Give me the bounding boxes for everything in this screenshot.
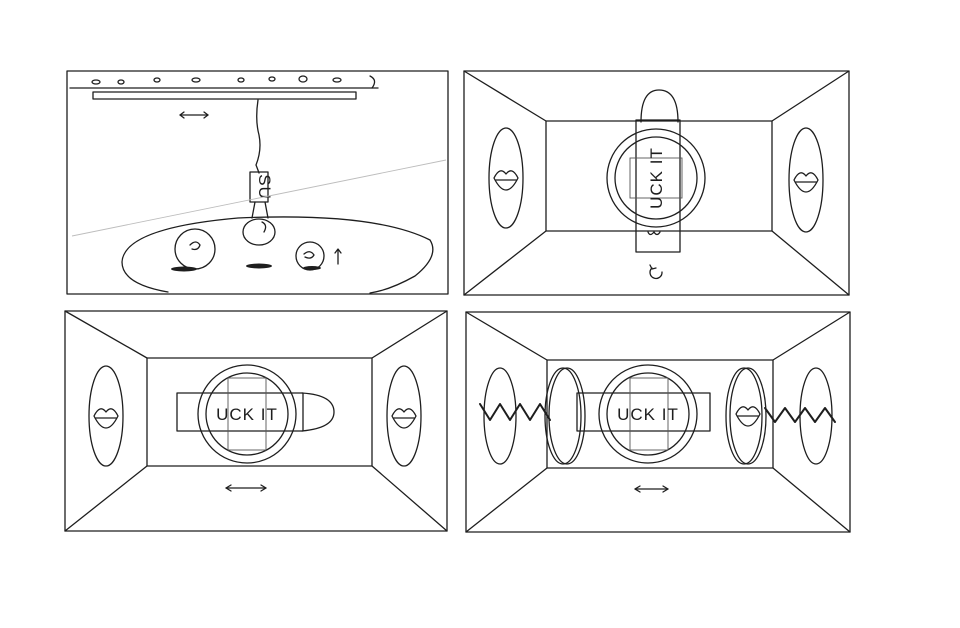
sliding-sign: UCK IT <box>176 364 335 464</box>
panel-1-frame <box>66 70 449 295</box>
panel-2-back-wall <box>545 120 773 232</box>
panel-4: UCK IT <box>465 311 851 533</box>
panel-3-back-wall <box>146 357 373 467</box>
claw-sign-text: SU <box>255 174 274 200</box>
zigzag-right <box>764 407 836 423</box>
side-door-right-back <box>799 367 833 465</box>
side-door-right <box>788 127 824 233</box>
swung-door-left <box>544 367 586 465</box>
swung-door-right <box>725 367 767 465</box>
sliding-sign-text: UCK IT <box>216 405 278 424</box>
sliding-sign-text: UCK IT <box>617 405 679 424</box>
side-door-right <box>386 365 422 467</box>
claw-cable <box>255 99 261 174</box>
prize-left <box>171 228 216 272</box>
floor-line <box>71 159 447 237</box>
side-door-left-back <box>483 367 517 465</box>
sliding-sign: UCK IT <box>576 364 711 464</box>
panel-2: UCK IT <box>463 70 850 296</box>
grabbed-prize <box>242 201 276 246</box>
rotating-sign: UCK IT <box>606 89 706 253</box>
ceiling-rail <box>69 75 379 100</box>
panel-3-frame <box>64 310 448 532</box>
zigzag-left <box>479 403 551 421</box>
panel-3: UCK IT <box>64 310 448 532</box>
prize-pit <box>121 216 434 294</box>
claw-sign <box>249 171 269 203</box>
panel-1: SU <box>66 70 449 295</box>
prize-shadow <box>246 263 272 269</box>
rotate-arrow-icon <box>649 264 663 280</box>
side-door-left <box>88 365 124 467</box>
side-door-left <box>488 127 524 229</box>
prize-right <box>295 241 342 271</box>
horizontal-arrow-icon <box>225 484 267 492</box>
horizontal-arrow-icon <box>634 485 669 493</box>
panel-4-frame <box>465 311 851 533</box>
rotating-sign-text: UCK IT <box>647 147 666 209</box>
panel-2-frame <box>463 70 850 296</box>
horizontal-arrow-icon <box>179 111 209 119</box>
